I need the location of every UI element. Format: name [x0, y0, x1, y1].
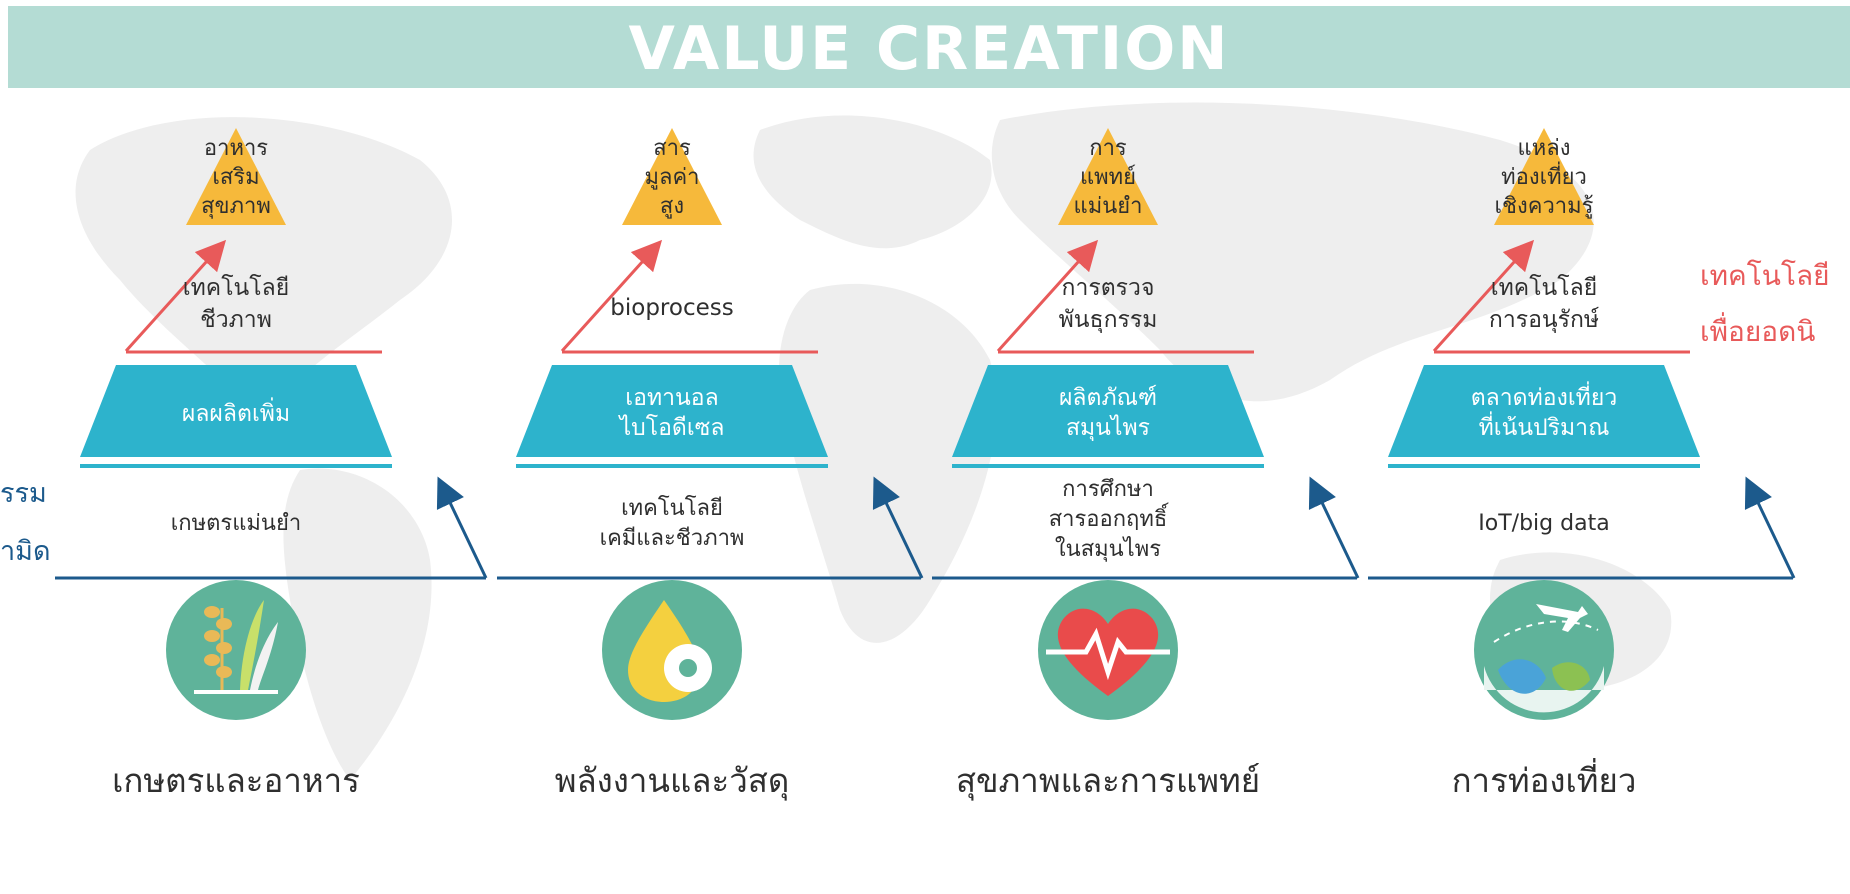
column-3-base-label-line: IoT/big data	[1478, 511, 1609, 536]
column-2-teal-trapezoid	[952, 365, 1264, 457]
column-1-teal-label-line: ไบโอดีเซล	[618, 414, 725, 441]
column-3-teal-label-line: ตลาดท่องเที่ยว	[1471, 381, 1618, 411]
column-0-blue-arrow	[436, 476, 488, 579]
globe-base	[1484, 666, 1604, 713]
column-3-teal-trapezoid	[1388, 365, 1700, 457]
wheat-grain	[204, 606, 220, 618]
column-2-top-label-line: แพทย์	[1080, 165, 1136, 190]
column-2-top-label: การแพทย์แม่นยำ	[1074, 136, 1143, 219]
column-0-red-arrow	[124, 239, 227, 353]
leaf-shape	[240, 600, 264, 690]
column-2-blue-arrow	[1308, 476, 1360, 579]
column-1-teal-trapezoid	[516, 365, 828, 457]
column-3-top-triangle	[1494, 128, 1594, 225]
column-1-top-label: สารมูลค่าสูง	[644, 136, 699, 219]
side-label-right-2: เพื่อยอดนิ	[1700, 315, 1816, 348]
column-1-top-label-line: สูง	[660, 194, 684, 219]
column-3-teal-label-line: ที่เน้นปริมาณ	[1479, 411, 1610, 441]
column-3-top-label: แหล่งท่องเที่ยวเชิงความรู้	[1495, 136, 1594, 219]
flight-path	[1493, 620, 1599, 643]
column-2-category-label-line: สุขภาพและการแพทย์	[956, 761, 1260, 801]
column-1-red-arrow	[560, 239, 663, 353]
airplane-shape	[1536, 604, 1588, 632]
column-0-base-label-line: เกษตรแม่นยำ	[171, 511, 301, 536]
column-3-top-label-line: แหล่ง	[1518, 136, 1571, 161]
column-3-red-arrow	[1432, 239, 1535, 353]
column-2-red-arrow	[996, 239, 1099, 353]
column-0-teal-label: ผลผลิตเพิ่ม	[182, 397, 290, 427]
side-label-left-1: รรม	[0, 478, 47, 509]
column-2-teal-label-line: ผลิตภัณฑ์	[1059, 384, 1157, 411]
column-1-blue-arrow	[872, 476, 924, 579]
column-0-category-label: เกษตรและอาหาร	[112, 761, 360, 800]
column-2-category-label: สุขภาพและการแพทย์	[956, 761, 1260, 801]
column-1-teal-label: เอทานอลไบโอดีเซล	[618, 385, 725, 441]
side-label-right-1: เทคโนโลยี	[1700, 259, 1830, 292]
column-2-base-label: การศึกษาสารออกฤทธิ์ในสมุนไพร	[1049, 477, 1170, 562]
column-1-category-label: พลังงานและวัสดุ	[555, 761, 790, 801]
column-3-category-label: การท่องเที่ยว	[1452, 758, 1637, 800]
column-2-red-label-line: พันธุกรรม	[1059, 307, 1158, 333]
column-2-red-label-line: การตรวจ	[1062, 275, 1155, 301]
column-1-red-label-line: bioprocess	[610, 295, 733, 321]
column-0-teal-trapezoid	[80, 365, 392, 457]
column-3-teal-label: ตลาดท่องเที่ยวที่เน้นปริมาณ	[1471, 381, 1618, 441]
column-1-top-triangle	[622, 128, 722, 225]
column-3-red-label-line: การอนุรักษ์	[1489, 306, 1600, 333]
gear-hole	[679, 659, 697, 677]
column-2-base-label-line: ในสมุนไพร	[1055, 536, 1161, 562]
column-2-teal-label-line: สมุนไพร	[1066, 414, 1150, 441]
globe-land	[1552, 662, 1590, 691]
wheat-grain	[216, 642, 232, 654]
column-3-category-label-line: การท่องเที่ยว	[1452, 758, 1637, 800]
column-1-red-label: bioprocess	[610, 295, 733, 321]
wheat-grain	[216, 618, 232, 630]
column-1-category-label-line: พลังงานและวัสดุ	[555, 761, 790, 801]
globe-water	[1498, 659, 1546, 694]
wheat-grain	[204, 630, 220, 642]
side-label-left-2: ามิด	[0, 536, 51, 567]
heart-shape	[1057, 608, 1159, 696]
column-1-base-label-line: เทคโนโลยี	[621, 495, 723, 521]
column-1-top-label-line: สาร	[653, 136, 691, 161]
column-3-base-label: IoT/big data	[1478, 511, 1609, 536]
column-0-top-triangle	[186, 128, 286, 225]
column-2-base-label-line: สารออกฤทธิ์	[1049, 503, 1170, 532]
column-0-top-label-line: สุขภาพ	[201, 194, 271, 219]
column-0-icon-circle	[166, 580, 306, 720]
wheat-ground	[194, 690, 278, 694]
column-2-top-triangle	[1058, 128, 1158, 225]
column-0-red-label-line: ชีวภาพ	[200, 307, 272, 333]
column-0-teal-label-line: ผลผลิตเพิ่ม	[182, 397, 290, 427]
title-banner: VALUE CREATION	[8, 6, 1850, 88]
column-0-red-label: เทคโนโลยีชีวภาพ	[183, 274, 289, 333]
column-0-red-label-line: เทคโนโลยี	[183, 274, 289, 301]
column-2-top-label-line: แม่นยำ	[1074, 194, 1143, 219]
column-0-base-label: เกษตรแม่นยำ	[171, 511, 301, 536]
column-3-blue-arrow	[1744, 476, 1796, 579]
column-2-teal-label: ผลิตภัณฑ์สมุนไพร	[1059, 384, 1157, 441]
column-0-category-label-line: เกษตรและอาหาร	[112, 761, 360, 800]
column-0-top-label-line: อาหาร	[204, 136, 268, 161]
column-2-red-label: การตรวจพันธุกรรม	[1059, 275, 1158, 333]
column-0-top-label-line: เสริม	[212, 165, 259, 190]
column-1-top-label-line: มูลค่า	[644, 165, 699, 190]
column-1-base-label-line: เคมีและชีวภาพ	[600, 526, 745, 551]
banner-title: VALUE CREATION	[628, 14, 1230, 84]
wheat-grain	[216, 666, 232, 678]
column-3-top-label-line: ท่องเที่ยว	[1501, 161, 1587, 190]
column-2-top-label-line: การ	[1089, 136, 1127, 161]
column-3-red-label-line: เทคโนโลยี	[1491, 274, 1597, 301]
column-3-top-label-line: เชิงความรู้	[1495, 194, 1594, 219]
pulse-line	[1046, 627, 1170, 681]
leaf-shape	[250, 622, 278, 690]
column-1-teal-label-line: เอทานอล	[625, 385, 718, 411]
column-0-top-label: อาหารเสริมสุขภาพ	[201, 136, 271, 219]
column-2-base-label-line: การศึกษา	[1062, 477, 1154, 502]
wheat-grain	[204, 654, 220, 666]
column-3-red-label: เทคโนโลยีการอนุรักษ์	[1489, 274, 1600, 333]
column-1-base-label: เทคโนโลยีเคมีและชีวภาพ	[600, 495, 745, 551]
